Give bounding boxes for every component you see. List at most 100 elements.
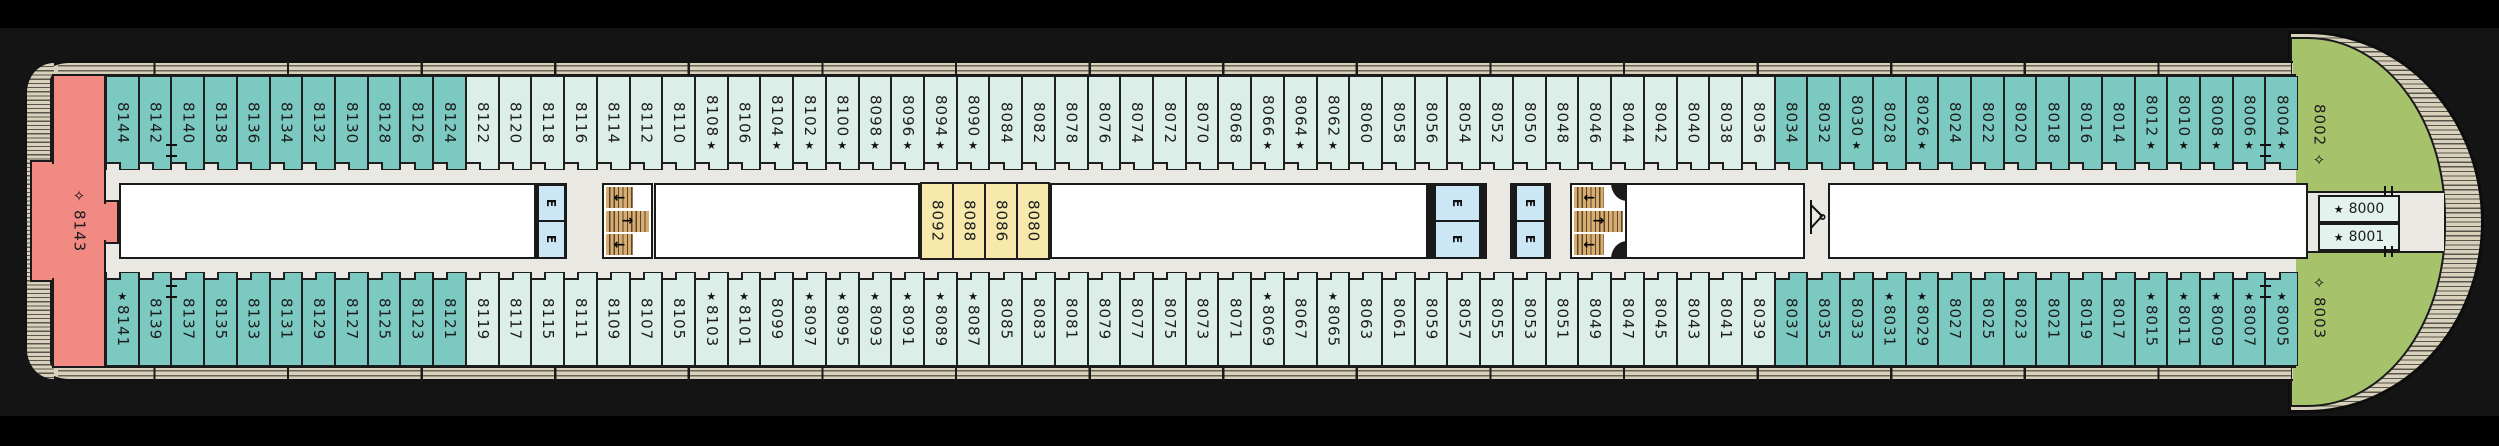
stair-flight: → (1574, 210, 1623, 232)
cabin-8138: 8138 (204, 76, 237, 171)
stair-flight: ← (1574, 234, 1605, 255)
star-icon: ★ (935, 139, 946, 153)
cabin-8143-join (50, 164, 58, 278)
cabin-number: 8012 (2142, 94, 2161, 138)
cabin-number: 8136 (244, 101, 263, 145)
cabin-8073: 8073 (1185, 271, 1219, 366)
elevator-bank-aft: E E (535, 183, 567, 259)
cabin-8083: 8083 (1022, 271, 1055, 366)
cabin-number: 8111 (571, 297, 590, 341)
cabin-8085: 8085 (989, 271, 1023, 366)
cabin-8090: 8090★ (956, 76, 990, 171)
star-icon: ★ (837, 139, 848, 153)
cabin-8048: 8048 (1545, 76, 1579, 171)
cabin-number: 8082 (1029, 101, 1048, 145)
cabin-number: 8059 (1422, 297, 1441, 341)
cabin-number: 8063 (1357, 297, 1376, 341)
cabin-8019: 8019 (2069, 271, 2102, 366)
cabin-number: 8060 (1357, 101, 1376, 145)
star-icon: ★ (902, 139, 913, 153)
cabin-number: 8040 (1684, 101, 1703, 145)
cabin-8121: 8121 (433, 271, 466, 366)
cabin-8124: 8124 (433, 76, 466, 171)
star-icon: ★ (2211, 139, 2222, 153)
cabin-number: 8099 (768, 297, 787, 341)
cabin-number: 8127 (342, 297, 361, 341)
cabin-number: 8108 (702, 94, 721, 138)
star-icon: ★ (2211, 289, 2222, 303)
open-area (1050, 183, 1428, 259)
star-icon: ★ (1916, 289, 1927, 303)
cabin-number: 8027 (1946, 297, 1965, 341)
cabin-number: 8122 (473, 101, 492, 145)
cabin-number: 8105 (670, 297, 689, 341)
connecting-door-icon (2259, 285, 2271, 298)
cabin-8009: ★8009 (2200, 271, 2233, 366)
connecting-door-icon (2384, 246, 2393, 257)
cabin-8023: 8023 (2003, 271, 2037, 366)
cabin-number: 8062 (1324, 94, 1343, 138)
cabin-number: 8089 (931, 304, 950, 348)
cabin-number: 8056 (1422, 101, 1441, 145)
elevator-bank-midship-a: E E (1428, 183, 1487, 259)
cabin-8131: 8131 (269, 271, 303, 366)
cabin-number: 8118 (539, 101, 558, 145)
cabin-number: 8121 (441, 297, 460, 341)
cabin-8029: ★8029 (1905, 271, 1939, 366)
star-icon: ★ (2244, 139, 2255, 153)
cabin-8054: 8054 (1447, 76, 1481, 171)
cabin-8042: 8042 (1643, 76, 1677, 171)
star-icon: ★ (837, 289, 848, 303)
cabin-8005: ★8005 (2265, 271, 2299, 366)
cabin-number: 8116 (571, 101, 590, 145)
arrow-left-icon: ← (1583, 236, 1596, 253)
cabin-8127: 8127 (335, 271, 368, 366)
cabin-8116: 8116 (564, 76, 597, 171)
cabin-8087: ★8087 (956, 271, 990, 366)
cabin-number: 8042 (1651, 101, 1670, 145)
star-icon: ★ (1328, 289, 1338, 303)
cabin-number: 8070 (1193, 101, 1212, 145)
cabin-number: 8092 (928, 199, 947, 243)
cabin-number: 8029 (1913, 304, 1932, 348)
cabin-8140: 8140 (171, 76, 205, 171)
cabin-8144: 8144 (106, 76, 139, 171)
port-balcony-dividers (22, 61, 2292, 76)
cabin-8066: 8066★ (1251, 76, 1284, 171)
cabin-8061: 8061 (1382, 271, 1415, 366)
cabin-8112: 8112 (629, 76, 663, 171)
star-icon: ★ (1916, 139, 1927, 153)
elevator: E (1517, 222, 1544, 257)
elevator: E (1517, 185, 1544, 220)
cabin-number: 8031 (1880, 304, 1899, 348)
cabin-8008: 8008★ (2200, 76, 2233, 171)
cabin-8016: 8016 (2069, 76, 2102, 171)
cabin-number: 8067 (1291, 297, 1310, 341)
cabin-8135: 8135 (204, 271, 237, 366)
cabin-number: 8061 (1389, 297, 1408, 341)
cabin-8075: 8075 (1153, 271, 1186, 366)
cabin-number: 8028 (1880, 101, 1899, 145)
cabin-number: 8080 (1024, 199, 1043, 243)
star-icon: ★ (706, 139, 717, 153)
cabin-number: 8107 (637, 297, 656, 341)
cabin-8059: 8059 (1414, 271, 1448, 366)
stairs-midship: ← → ← (1570, 183, 1627, 259)
cabin-number: 8033 (1847, 297, 1866, 341)
cabin-8078: 8078 (1054, 76, 1088, 171)
cabin-number: 8044 (1618, 101, 1637, 145)
cabin-number: 8101 (735, 304, 754, 348)
cabin-8058: 8058 (1382, 76, 1415, 171)
arrow-left-icon: ← (613, 236, 626, 253)
connecting-door-icon (165, 285, 177, 298)
cabin-number: 8141 (113, 304, 132, 348)
cabin-8062: 8062★ (1316, 76, 1350, 171)
diamond-icon: ✧ (2312, 150, 2326, 169)
cabin-number: 8120 (506, 101, 525, 145)
cabin-number: 8046 (1586, 101, 1605, 145)
star-icon: ★ (117, 289, 128, 303)
star-icon: ★ (968, 289, 978, 303)
star-icon: ★ (804, 289, 815, 303)
cabin-number: 8102 (800, 94, 819, 138)
